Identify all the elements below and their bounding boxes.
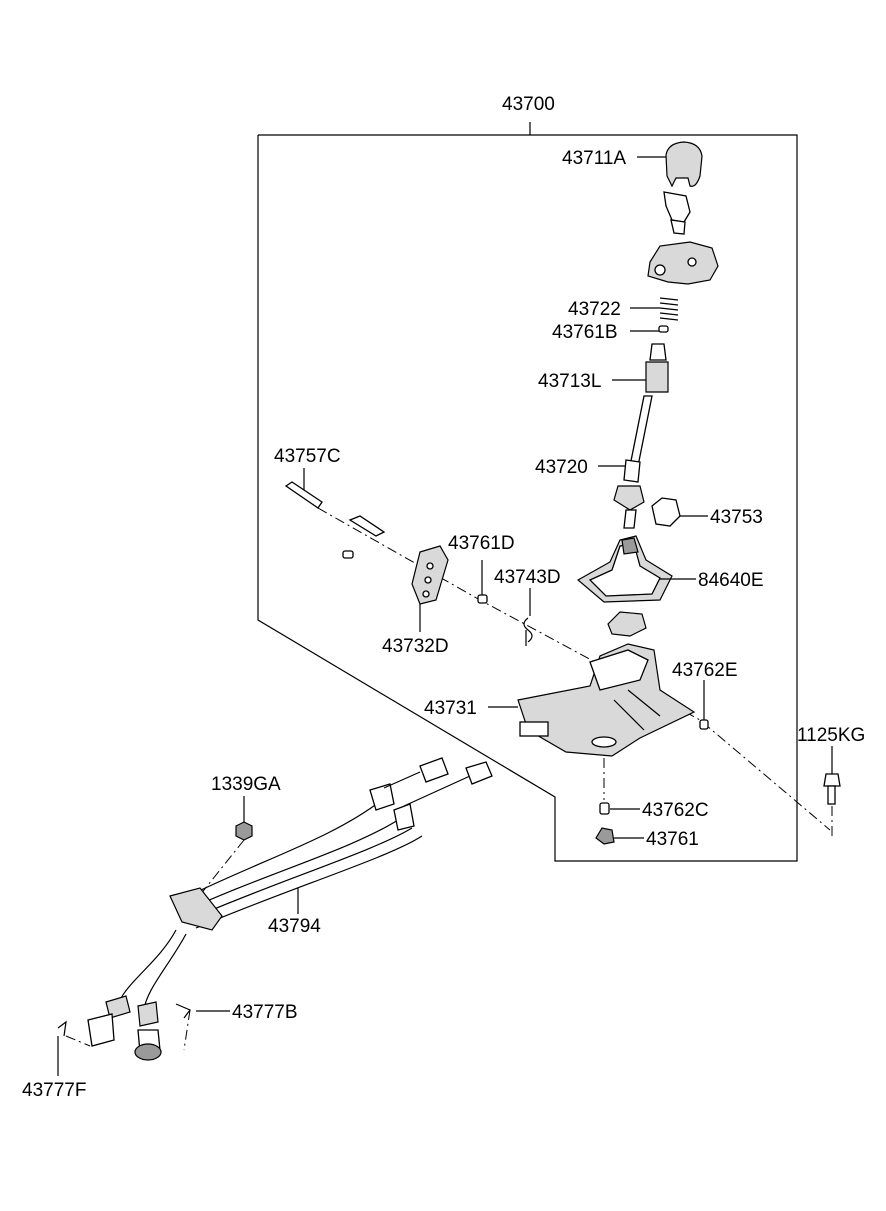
cap-43753-part[interactable] <box>651 497 681 527</box>
boot-84640E-part[interactable] <box>576 535 673 603</box>
label-1125KG: 1125KG <box>797 725 865 746</box>
clip-43777F-part[interactable] <box>57 1020 91 1047</box>
clip-part[interactable] <box>348 515 386 537</box>
pin-43757C-part[interactable] <box>284 468 323 509</box>
label-43761B: 43761B <box>552 322 618 343</box>
label-43762C: 43762C <box>642 800 709 821</box>
bolt-1125KG-part[interactable] <box>823 773 841 805</box>
bushing-43762C-part[interactable] <box>599 802 610 815</box>
shift-knob-part[interactable] <box>663 141 703 235</box>
label-43713L: 43713L <box>538 371 601 392</box>
label-1339GA: 1339GA <box>211 774 281 795</box>
label-43761: 43761 <box>646 829 699 850</box>
assembly-label: 43700 <box>502 94 555 115</box>
label-43731: 43731 <box>424 698 477 719</box>
assembly-boundary <box>257 122 798 862</box>
label-43711A: 43711A <box>562 148 626 169</box>
label-43777B: 43777B <box>232 1002 298 1023</box>
lever-shaft-part[interactable] <box>613 395 653 529</box>
cable-assembly-part[interactable] <box>87 757 493 1061</box>
label-43777F: 43777F <box>22 1080 86 1101</box>
bushing-43761-part[interactable] <box>595 827 615 845</box>
label-43757C: 43757C <box>274 446 341 467</box>
label-43720: 43720 <box>535 457 588 478</box>
label-43761D: 43761D <box>448 533 515 554</box>
label-84640E: 84640E <box>698 570 764 591</box>
label-43722: 43722 <box>568 299 621 320</box>
lever-top-part[interactable] <box>645 343 669 393</box>
assembly-line <box>317 507 831 831</box>
spring-clip-part[interactable] <box>523 617 533 646</box>
bracket-43732D-part[interactable] <box>342 545 449 605</box>
bushing-43761D-part[interactable] <box>477 594 488 604</box>
label-43753: 43753 <box>710 507 763 528</box>
bushing-43761B-part[interactable] <box>658 325 669 333</box>
clip-43777B-part[interactable] <box>175 1003 191 1051</box>
lever-housing-part[interactable] <box>647 241 719 285</box>
grommet-1339GA-part[interactable] <box>235 821 253 841</box>
shifter-base-part[interactable] <box>517 643 696 757</box>
bushing-43762E-part[interactable] <box>699 719 709 730</box>
label-43732D: 43732D <box>382 636 449 657</box>
label-43794: 43794 <box>268 916 321 937</box>
guide-plate-part[interactable] <box>607 611 647 637</box>
label-43762E: 43762E <box>672 660 738 681</box>
label-43743D: 43743D <box>494 567 561 588</box>
spring-part[interactable] <box>659 297 679 321</box>
